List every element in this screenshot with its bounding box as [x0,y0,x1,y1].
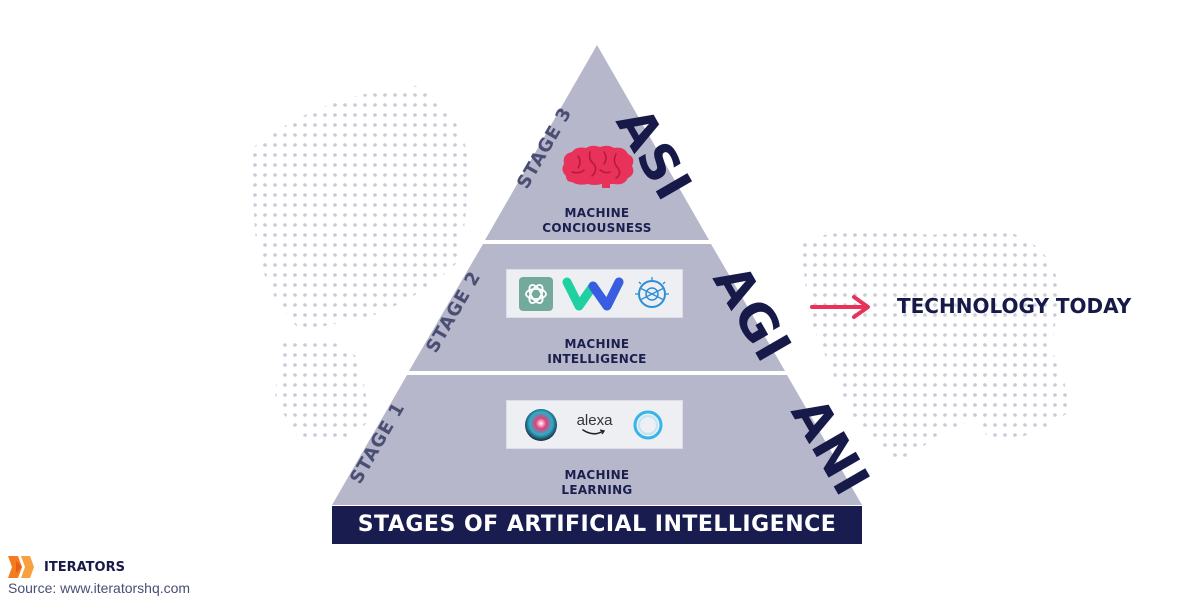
callout-arrow [810,295,870,319]
amazon-smile-icon [582,428,606,435]
chatgpt-icon [519,276,554,311]
tier-1-label-line2: LEARNING [561,483,633,497]
waymo-icon [562,277,624,310]
cortana-icon [633,410,663,439]
tier-3-label-line2: CONCIOUSNESS [542,221,652,235]
tier-2-label-line2: INTELLIGENCE [547,352,647,366]
source-credit: Source: www.iteratorshq.com [8,580,191,596]
tier-1-label: MACHINE LEARNING [530,468,664,498]
tier-2-label-line1: MACHINE [564,337,630,351]
tier-3-label: MACHINE CONCIOUSNESS [530,206,664,236]
diagram-title: STAGES OF ARTIFICIAL INTELLIGENCE [332,506,862,544]
dotted-map-background [250,85,1070,460]
brand-name: ITERATORS [44,560,125,575]
alexa-icon: alexa [576,411,613,436]
tier-2-label: MACHINE INTELLIGENCE [530,337,664,367]
agi-logo-box [506,269,683,318]
brain-icon [562,145,634,188]
ibm-watson-icon [634,276,669,308]
technology-today-callout: TECHNOLOGY TODAY [897,294,1132,318]
siri-icon [525,408,558,441]
pyramid-tier-asi [485,45,709,240]
tier-3-label-line1: MACHINE [564,206,630,220]
ani-logo-box: alexa [506,400,683,449]
alexa-wordmark: alexa [576,411,613,429]
tier-1-label-line1: MACHINE [564,468,630,482]
iterators-logo-icon [8,556,34,578]
